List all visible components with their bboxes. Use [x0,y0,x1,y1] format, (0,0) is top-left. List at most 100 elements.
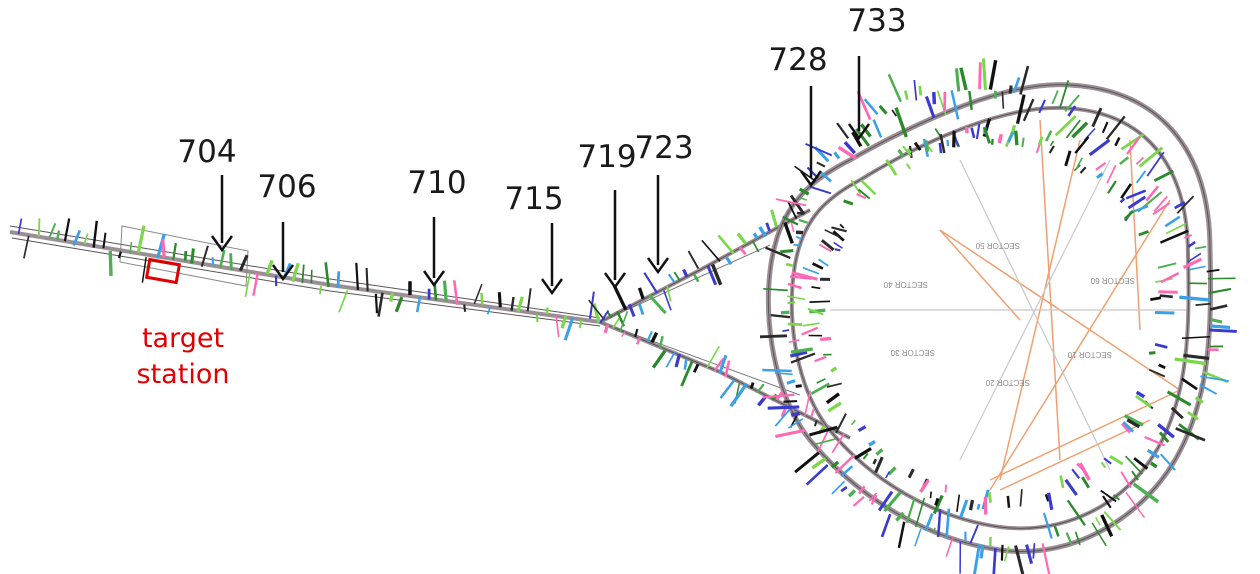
diagonal-line [939,229,1021,321]
component-mark [635,337,642,345]
component-mark [997,133,1004,144]
junction-wedge [599,244,771,323]
component-mark [880,513,892,538]
component-mark [856,193,867,200]
component-mark [1199,383,1218,395]
component-mark [831,480,846,495]
component-mark [752,232,759,240]
component-mark [1132,482,1160,504]
component-mark [850,419,856,426]
callout-label: 706 [257,169,316,205]
component-mark [918,85,923,96]
component-mark [1164,215,1181,228]
component-mark [894,107,908,138]
component-mark [936,509,942,538]
component-mark [526,288,532,312]
component-mark [932,494,944,515]
component-mark [719,379,736,399]
component-mark [786,295,806,301]
component-mark [1047,492,1054,511]
component-mark [717,234,735,255]
component-mark [355,262,359,291]
component-mark [1103,510,1122,531]
component-mark [1120,471,1132,489]
component-mark [840,465,854,477]
component-mark [1001,91,1005,109]
component-mark [229,253,233,271]
component-mark [301,264,305,284]
component-mark [1120,183,1132,199]
ring-inner-track-edge [791,107,1190,529]
component-mark [738,246,747,256]
beamline-straight [9,225,601,327]
component-mark [857,188,871,200]
component-mark [831,432,846,454]
component-mark [765,222,771,232]
callout-label: 733 [847,3,906,39]
component-mark [1179,295,1211,302]
component-mark [480,292,484,305]
arrow-down-icon [799,170,823,188]
component-mark [252,273,259,296]
component-mark [1095,516,1101,526]
component-mark [749,382,755,389]
diagonal-line [999,419,1151,491]
component-mark [847,489,857,498]
component-mark [783,400,798,403]
callout-label: 723 [634,130,693,166]
component-mark [902,145,912,157]
component-mark [818,258,829,267]
component-mark [1153,169,1174,182]
component-mark [870,494,878,505]
component-mark [650,331,659,344]
component-mark [780,310,790,315]
component-mark [969,524,979,544]
callout-label: 704 [177,134,236,170]
component-mark [770,313,791,319]
callout-704: 704 [177,134,237,253]
component-mark [634,328,639,338]
component-mark [1075,157,1084,170]
component-mark [794,165,816,182]
component-mark [810,409,815,417]
component-mark [265,259,274,275]
component-mark [1022,98,1035,122]
component-mark [835,413,847,434]
component-mark [885,471,891,479]
component-mark [665,351,676,368]
component-mark [1122,421,1135,433]
component-mark [809,300,831,303]
component-mark [802,266,820,275]
component-mark [924,95,936,119]
component-mark [939,133,946,154]
component-mark [1019,65,1030,95]
component-mark [831,226,847,233]
component-mark [836,122,850,140]
component-mark [1059,475,1065,489]
component-mark [1095,161,1107,171]
component-mark [1091,522,1107,547]
component-mark [463,304,467,312]
sector-label: SECTOR 30 [890,348,935,357]
component-mark [992,548,997,574]
component-mark [555,315,560,338]
component-mark [1007,131,1015,143]
callouts: 704 706 710 715 719 723 [177,3,907,296]
component-mark [1119,197,1126,204]
component-mark [830,366,838,373]
callout-706: 706 [257,169,317,282]
component-mark [868,492,878,502]
component-mark [790,352,816,364]
diagonal-line [1039,119,1061,461]
diagonal-line [989,199,1171,491]
target-station-box [144,257,182,285]
component-mark [1157,262,1177,269]
component-mark [945,508,951,539]
component-mark [156,233,166,259]
component-mark [1123,209,1135,221]
component-mark [887,466,897,476]
component-mark [913,79,918,101]
component-mark [1044,494,1050,502]
component-mark [603,324,610,334]
component-mark [1125,455,1144,475]
